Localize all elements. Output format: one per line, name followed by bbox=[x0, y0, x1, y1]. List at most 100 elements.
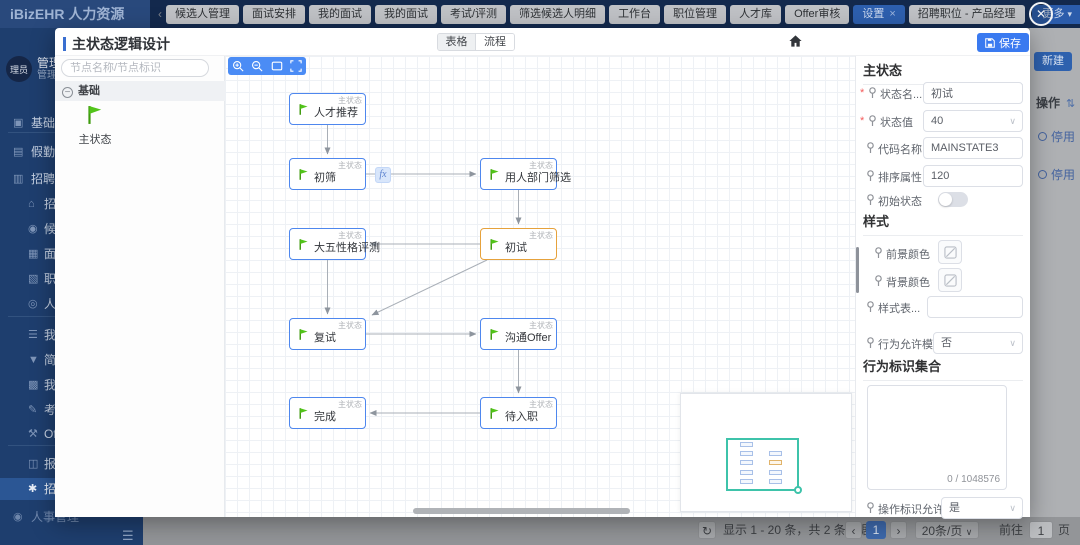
minimap-node bbox=[740, 470, 753, 475]
flow-node-dept-screening[interactable]: 主状态 用人部门筛选 bbox=[480, 158, 571, 190]
new-button[interactable]: 新建 bbox=[1034, 52, 1072, 71]
style-sheet-input[interactable] bbox=[927, 296, 1023, 318]
window-icon: ▥ bbox=[13, 173, 24, 185]
tree-group-basic[interactable]: −基础 bbox=[55, 81, 225, 101]
view-tab-table[interactable]: 表格 bbox=[438, 34, 476, 50]
property-pin-icon bbox=[867, 194, 874, 205]
tab-my-interview-2[interactable]: 我的面试 bbox=[375, 4, 437, 24]
disable-action[interactable]: 停用 bbox=[1038, 128, 1075, 145]
flow-node-first-interview-selected[interactable]: 主状态 初试 bbox=[480, 228, 557, 260]
dialog-title: 主状态逻辑设计 bbox=[72, 36, 170, 52]
collapse-minus-icon[interactable]: − bbox=[62, 87, 73, 98]
goto-label: 前往 bbox=[999, 523, 1024, 537]
panel-vertical-scrollbar[interactable] bbox=[856, 247, 859, 293]
tab-filter-candidate-detail[interactable]: 筛选候选人明细 bbox=[510, 4, 606, 24]
property-pin-icon bbox=[869, 115, 876, 126]
minimap-node bbox=[740, 451, 753, 456]
refresh-icon[interactable]: ↻ bbox=[698, 521, 716, 539]
behavior-tags-textarea[interactable]: 0 / 1048576 bbox=[867, 385, 1007, 490]
property-pin-icon bbox=[867, 502, 874, 513]
tab-candidate-management[interactable]: 候选人管理 bbox=[166, 4, 239, 24]
book-icon: ▧ bbox=[28, 273, 39, 285]
tabs-scroll-left-icon[interactable]: ‹ bbox=[158, 7, 162, 21]
flow-node-pending-onboard[interactable]: 主状态 待入职 bbox=[480, 397, 557, 429]
flow-node-complete[interactable]: 主状态 完成 bbox=[289, 397, 366, 429]
field-fg-color: 前景颜色 bbox=[860, 240, 1027, 264]
minimap[interactable] bbox=[680, 393, 852, 512]
disable-action[interactable]: 停用 bbox=[1038, 166, 1075, 183]
tab-position-management[interactable]: 职位管理 bbox=[664, 4, 727, 24]
canvas-toolbar bbox=[228, 57, 306, 75]
hammer-icon: ⚒ bbox=[28, 428, 38, 440]
color-swatch-icon bbox=[943, 273, 957, 287]
minimap-viewport[interactable] bbox=[726, 438, 802, 494]
background-pagination-bar: ↻ 显示 1 - 20 条，共 2 条数据 ‹ 1 › 20条/页 ∨ 前往 1… bbox=[143, 517, 1080, 545]
fit-view-icon[interactable] bbox=[271, 60, 283, 72]
char-counter: 0 / 1048576 bbox=[947, 474, 1000, 485]
tab-talent-pool[interactable]: 人才库 bbox=[730, 4, 782, 24]
edge-condition-fx-badge[interactable]: fx bbox=[375, 167, 391, 183]
grid-icon: ▣ bbox=[13, 117, 24, 129]
chevron-down-icon: ∨ bbox=[965, 527, 973, 537]
property-pin-icon bbox=[867, 170, 874, 181]
field-bg-color: 背景颜色 bbox=[860, 268, 1027, 292]
op-allow-select[interactable]: 是∨ bbox=[941, 497, 1023, 519]
bg-color-picker[interactable] bbox=[938, 268, 962, 292]
flow-node-initial-screening[interactable]: 主状态 初筛 bbox=[289, 158, 366, 190]
home-icon[interactable] bbox=[788, 34, 803, 52]
palette-item-main-state[interactable]: 主状态 bbox=[67, 104, 123, 147]
flag-icon bbox=[299, 169, 308, 180]
fullscreen-icon[interactable] bbox=[290, 60, 302, 72]
tab-interview-schedule[interactable]: 面试安排 bbox=[243, 4, 305, 24]
flow-canvas[interactable]: fx 主状态 人才推荐 主状态 初筛 主状态 用人部门筛选 主状态 大五性格评测 bbox=[225, 56, 855, 517]
save-icon bbox=[985, 37, 995, 48]
next-page-icon[interactable]: › bbox=[890, 521, 907, 539]
sort-icon[interactable]: ⇅ bbox=[1066, 98, 1076, 110]
prev-page-icon[interactable]: ‹ bbox=[845, 521, 862, 539]
flow-node-big5-test[interactable]: 主状态 大五性格评测 bbox=[289, 228, 380, 260]
page-size-select[interactable]: 20条/页 ∨ bbox=[915, 521, 979, 539]
user-role: 管理员 bbox=[37, 69, 67, 81]
property-pin-icon bbox=[867, 142, 874, 153]
fg-color-picker[interactable] bbox=[938, 240, 962, 264]
zoom-in-icon[interactable] bbox=[232, 60, 244, 72]
flow-node-offer-communication[interactable]: 主状态 沟通Offer bbox=[480, 318, 557, 350]
tab-offer-review[interactable]: Offer审核 bbox=[785, 4, 850, 24]
people-icon: ◎ bbox=[28, 298, 38, 310]
chevron-down-icon: ∨ bbox=[1009, 116, 1016, 126]
save-button[interactable]: 保存 bbox=[977, 33, 1029, 52]
tab-exam-evaluation[interactable]: 考试/评测 bbox=[441, 4, 507, 24]
modal-close-button[interactable]: ✕ bbox=[1029, 2, 1053, 26]
field-code-name: 代码名称 bbox=[860, 137, 1027, 159]
node-search-input[interactable] bbox=[61, 59, 209, 77]
tab-my-interview-1[interactable]: 我的面试 bbox=[309, 4, 371, 24]
sidebar-collapse-icon[interactable]: ☰ bbox=[122, 528, 134, 543]
page-number-button[interactable]: 1 bbox=[866, 521, 886, 539]
flow-node-talent-recommend[interactable]: 主状态 人才推荐 bbox=[289, 93, 366, 125]
tab-settings[interactable]: 设置× bbox=[853, 4, 905, 24]
home-icon: ⌂ bbox=[28, 198, 35, 210]
flow-node-second-interview[interactable]: 主状态 复试 bbox=[289, 318, 366, 350]
flag-icon bbox=[490, 169, 499, 180]
behavior-mode-select[interactable]: 否∨ bbox=[933, 332, 1023, 354]
field-status-value: * 状态值 40∨ bbox=[860, 110, 1027, 132]
view-tab-flow[interactable]: 流程 bbox=[476, 34, 514, 50]
init-state-toggle[interactable] bbox=[938, 192, 968, 207]
status-name-input[interactable] bbox=[923, 82, 1023, 104]
goto-page-input[interactable]: 1 bbox=[1029, 521, 1053, 539]
order-prop-input[interactable] bbox=[923, 165, 1023, 187]
minimap-node bbox=[769, 479, 782, 484]
tab-recruit-position-product-manager[interactable]: 招聘职位 - 产品经理 bbox=[908, 4, 1025, 24]
person-icon: ◉ bbox=[28, 223, 38, 235]
zoom-out-icon[interactable] bbox=[251, 60, 263, 72]
code-name-input[interactable] bbox=[923, 137, 1023, 159]
view-mode-segmented-control: 表格 流程 bbox=[437, 33, 515, 51]
tab-close-icon[interactable]: × bbox=[889, 7, 896, 20]
status-value-select[interactable]: 40∨ bbox=[923, 110, 1023, 132]
canvas-horizontal-scrollbar[interactable] bbox=[413, 508, 630, 514]
chevron-down-icon: ∨ bbox=[1009, 338, 1016, 348]
minimap-resize-handle[interactable] bbox=[794, 486, 802, 494]
property-pin-icon bbox=[867, 337, 874, 348]
tab-workbench[interactable]: 工作台 bbox=[609, 4, 661, 24]
chart-icon: ◫ bbox=[28, 458, 39, 470]
